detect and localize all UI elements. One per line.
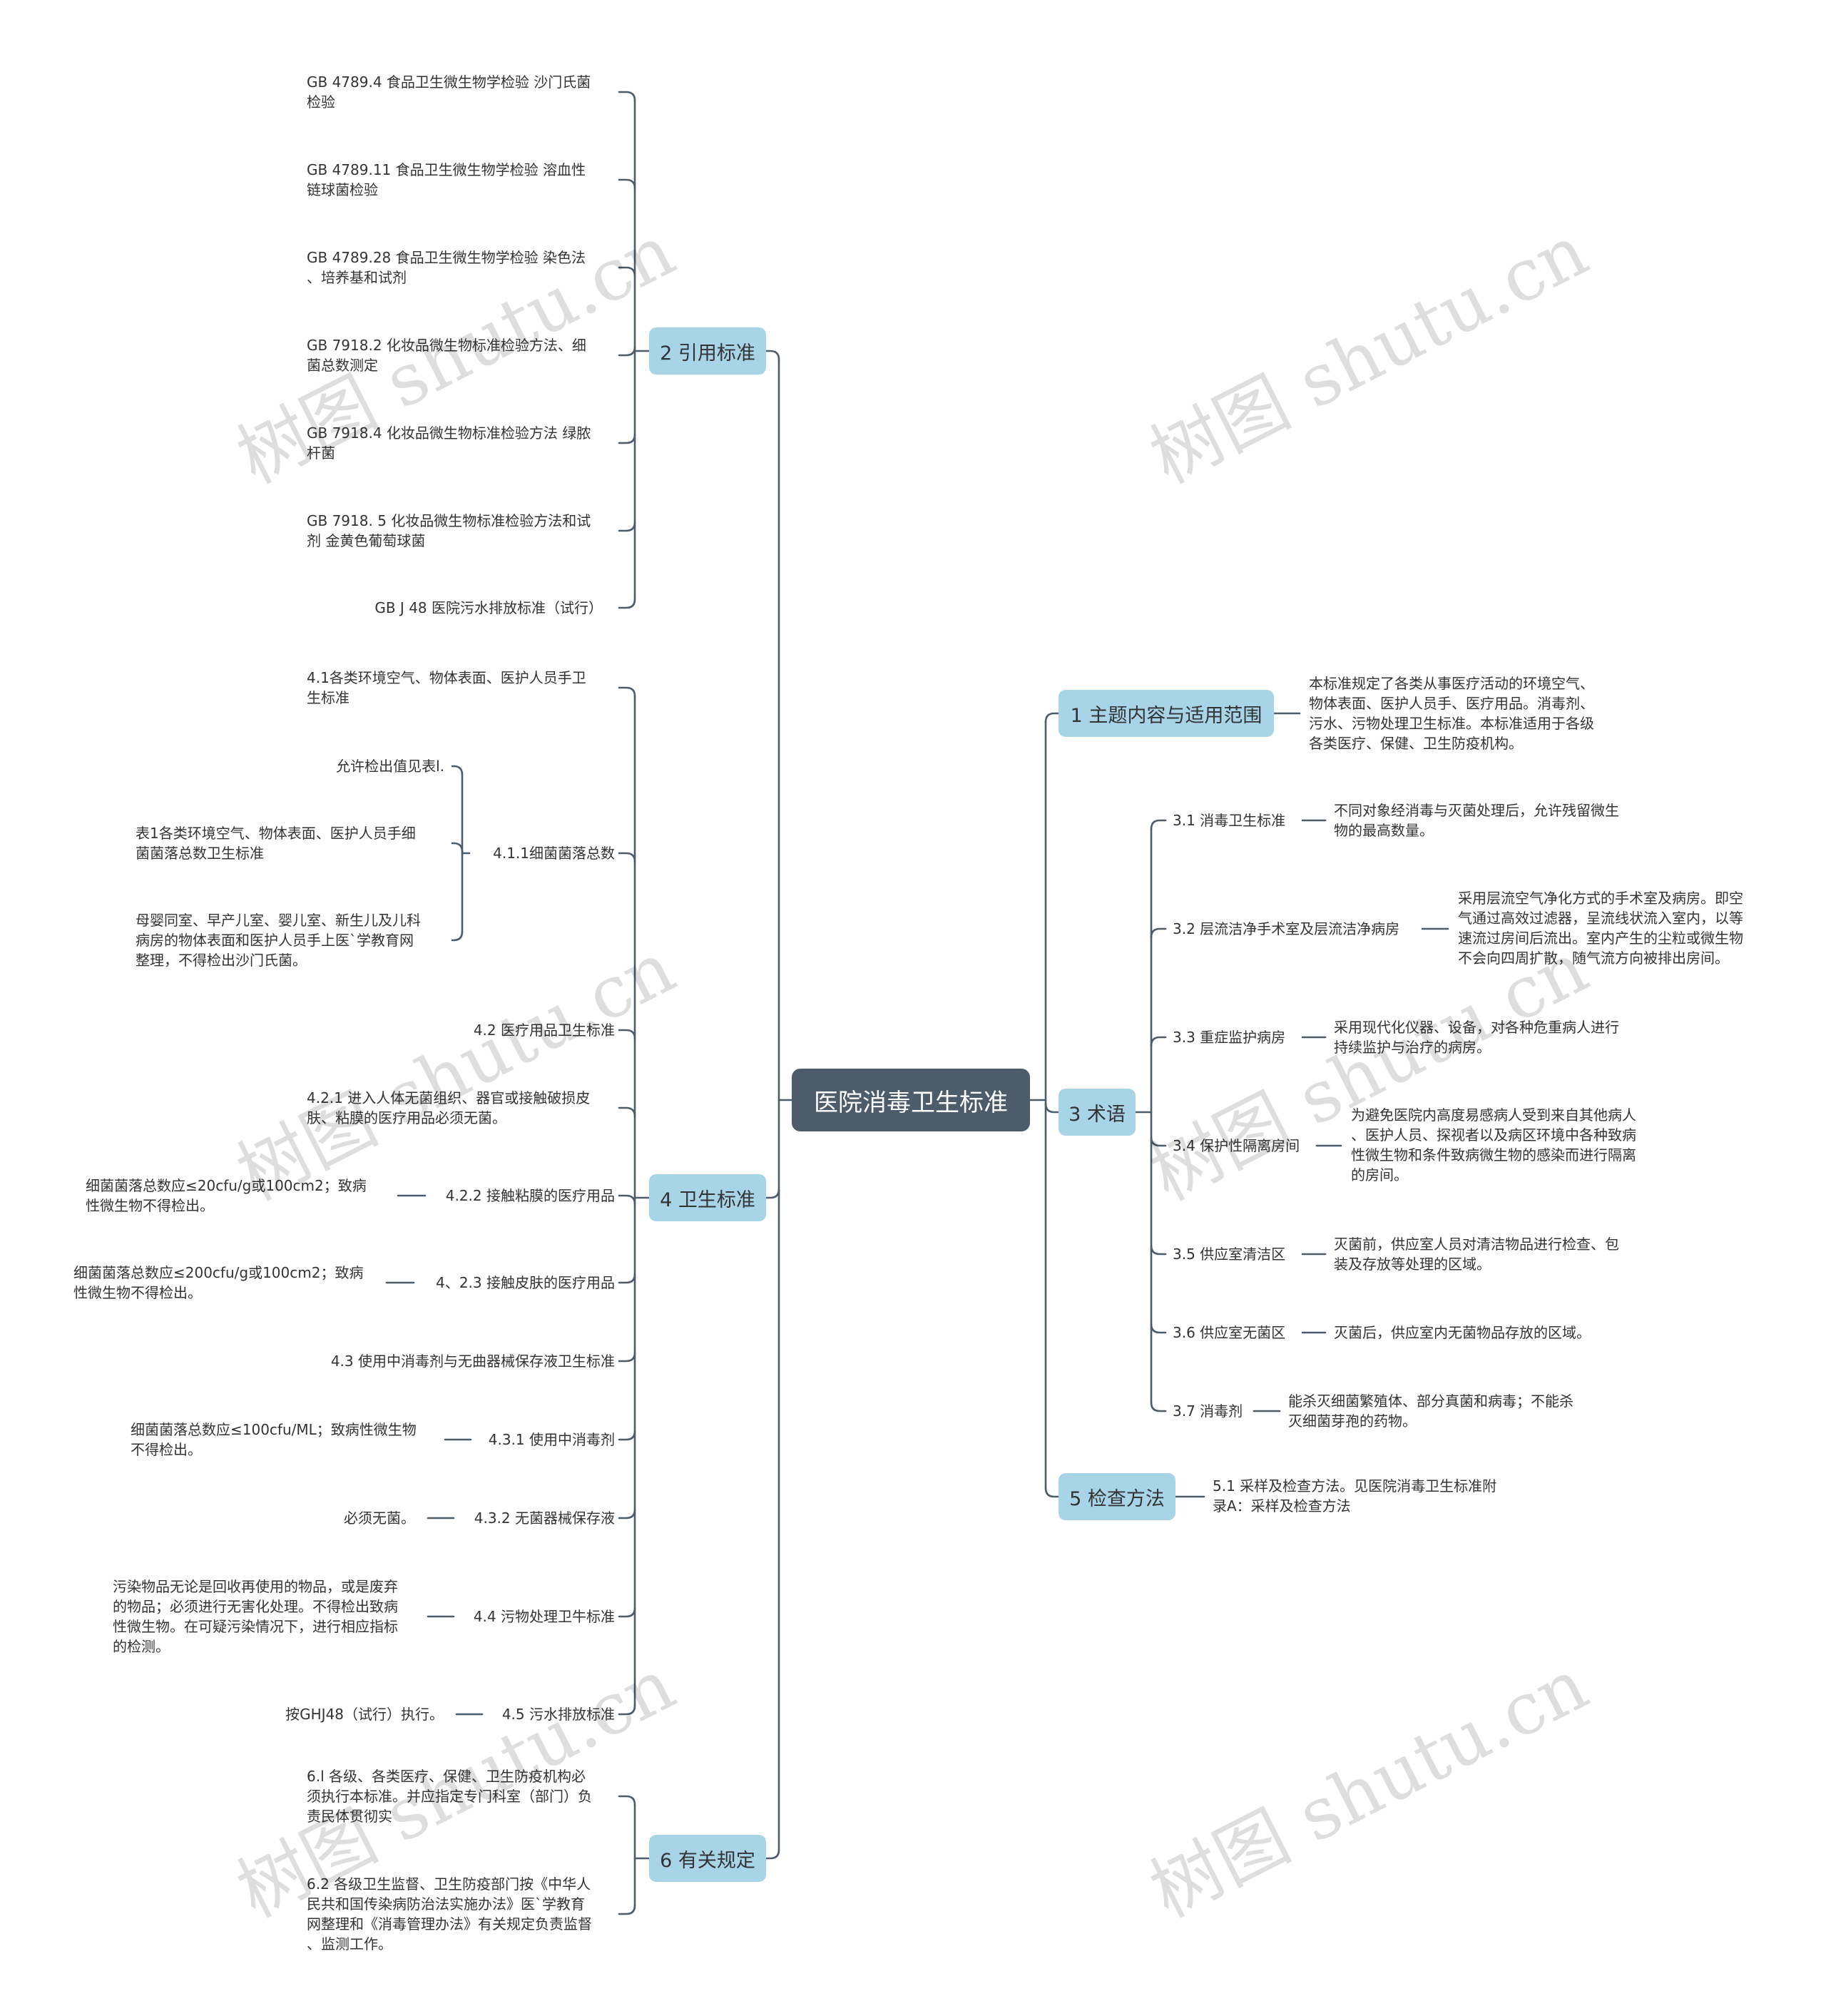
cited-standard-item: GB 7918. 5 化妆品微生物标准检验方法和试 剂 金黄色葡萄球菌 — [307, 512, 591, 549]
hygiene-connector — [618, 1351, 636, 1363]
root-left-connector — [765, 1848, 780, 1860]
hygiene-connector — [618, 1607, 636, 1618]
node-4-4-detail: 污染物品无论是回收再使用的物品，或是废弃 的物品；必须进行无害化处理。不得检出致… — [113, 1578, 398, 1655]
cited-standard-item: GB 7918.2 化妆品微生物标准检验方法、细 菌总数测定 — [307, 337, 586, 374]
hygiene-connector — [618, 1106, 636, 1118]
branch-terms[interactable]: 3 术语 — [1059, 1089, 1136, 1136]
node-4-1-1-connector — [451, 842, 464, 853]
branch-scope[interactable]: 1 主题内容与适用范围 — [1059, 690, 1274, 737]
node-4-4: 4.4 污物处理卫牛标准 — [473, 1608, 615, 1625]
node-4-2-1: 4.2.1 进入人体无菌组织、器官或接触破损皮 肤、粘膜的医疗用品必须无菌。 — [307, 1089, 591, 1126]
root-right-connector — [1044, 1487, 1060, 1498]
terms-connector — [1150, 819, 1167, 830]
term-name: 3.5 供应室清洁区 — [1173, 1246, 1286, 1263]
rules-connector — [618, 1795, 636, 1806]
cited-standards-connector — [618, 521, 636, 532]
node-4-2-3-detail: 细菌菌落总数应≤200cfu/g或100cm2；致病 性微生物不得检出。 — [73, 1264, 364, 1301]
node-4-2: 4.2 医疗用品卫生标准 — [473, 1022, 615, 1039]
term-desc: 不同对象经消毒与灭菌处理后，允许残留微生 物的最高数量。 — [1334, 802, 1619, 839]
terms-connector — [1150, 1401, 1167, 1412]
hygiene-connector — [618, 1194, 636, 1206]
terms-connector — [1150, 1136, 1167, 1147]
hygiene-connector — [618, 1430, 636, 1441]
hygiene-connector — [618, 1704, 636, 1716]
hygiene-connector — [618, 1508, 636, 1519]
cited-standard-item: GB 7918.4 化妆品微生物标准检验方法 绿脓 杆菌 — [307, 424, 591, 462]
root-right-connector — [1044, 712, 1060, 723]
cited-standards-connector — [618, 598, 636, 609]
node-4-2-2-detail: 细菌菌落总数应≤20cfu/g或100cm2；致病 性微生物不得检出。 — [86, 1177, 367, 1214]
term-desc: 采用现代化仪器、设备，对各种危重病人进行 持续监护与治疗的病房。 — [1334, 1019, 1619, 1056]
node-4-1-1-c: 母婴同室、早产儿室、婴儿室、新生儿及儿科 病房的物体表面和医护人员手上医`学教育… — [136, 912, 421, 969]
term-desc: 灭菌后，供应室内无菌物品存放的区域。 — [1334, 1324, 1591, 1341]
term-name: 3.4 保护性隔离房间 — [1173, 1137, 1300, 1154]
node-4-3: 4.3 使用中消毒剂与无曲器械保存液卫生标准 — [330, 1353, 615, 1370]
root-right-connector — [1044, 1102, 1060, 1114]
cited-standards-connector — [618, 178, 636, 190]
cited-standard-item: GB J 48 医院污水排放标准（试行） — [374, 599, 603, 616]
term-desc: 为避免医院内高度易感病人受到来自其他病人 、医护人员、探视者以及病区环境中各种致… — [1351, 1106, 1636, 1183]
terms-connector — [1150, 1036, 1167, 1047]
node-4-2-2: 4.2.2 接触粘膜的医疗用品 — [445, 1187, 615, 1204]
branch-related-rules[interactable]: 6 有关规定 — [649, 1835, 766, 1882]
cited-standards-connector — [618, 345, 636, 357]
terms-connector — [1150, 927, 1167, 939]
term-name: 3.7 消毒剂 — [1173, 1402, 1243, 1420]
cited-standard-item: GB 4789.11 食品卫生微生物学检验 溶血性 链球菌检验 — [307, 161, 586, 198]
terms-connector — [1150, 1323, 1167, 1334]
hygiene-connector — [618, 1029, 636, 1040]
root-left-connector — [765, 1188, 780, 1199]
hygiene-connector — [618, 852, 636, 863]
node-4-1: 4.1各类环境空气、物体表面、医护人员手卫 生标准 — [307, 669, 586, 706]
cited-standard-item: GB 4789.4 食品卫生微生物学检验 沙门氏菌 检验 — [307, 73, 591, 111]
term-desc: 灭菌前，供应室人员对清洁物品进行检查、包 装及存放等处理的区域。 — [1334, 1236, 1619, 1273]
branch-hygiene-standards[interactable]: 4 卫生标准 — [649, 1174, 766, 1221]
rule-item: 6.2 各级卫生监督、卫生防疫部门按《中华人 民共和国传染病防治法实施办法》医`… — [307, 1875, 592, 1953]
node-4-5-detail: 按GHJ48（试行）执行。 — [285, 1706, 444, 1723]
branch-inspection[interactable]: 5 检查方法 — [1059, 1473, 1175, 1520]
term-name: 3.6 供应室无菌区 — [1173, 1324, 1286, 1341]
term-desc: 采用层流空气净化方式的手术室及病房。即空 气通过高效过滤器，呈流线状流入室内，以… — [1458, 890, 1743, 967]
hygiene-connector — [618, 1273, 636, 1284]
term-name: 3.1 消毒卫生标准 — [1173, 812, 1286, 829]
cited-standards-connector — [618, 91, 636, 102]
cited-standards-connector — [618, 266, 636, 278]
root-node[interactable]: 医院消毒卫生标准 — [792, 1069, 1030, 1131]
node-4-5: 4.5 污水排放标准 — [501, 1706, 615, 1723]
term-name: 3.3 重症监护病房 — [1173, 1029, 1286, 1046]
node-4-3-1: 4.3.1 使用中消毒剂 — [488, 1431, 615, 1448]
terms-connector — [1150, 1244, 1167, 1256]
node-4-3-2-detail: 必须无菌。 — [344, 1510, 415, 1527]
branch-cited-standards[interactable]: 2 引用标准 — [649, 327, 766, 375]
scope-desc: 本标准规定了各类从事医疗活动的环境空气、 物体表面、医护人员手、医疗用品。消毒剂… — [1309, 675, 1594, 752]
rules-connector — [618, 1904, 636, 1915]
node-4-1-1-b: 表1各类环境空气、物体表面、医护人员手细 菌菌落总数卫生标准 — [136, 825, 416, 862]
node-4-1-1-connector — [451, 930, 464, 942]
cited-standard-item: GB 4789.28 食品卫生微生物学检验 染色法 、培养基和试剂 — [307, 249, 586, 286]
term-desc: 能杀灭细菌繁殖体、部分真菌和病毒；不能杀 灭细菌芽孢的药物。 — [1288, 1393, 1573, 1430]
inspection-desc: 5.1 采样及检查方法。见医院消毒卫生标准附 录A：采样及检查方法 — [1213, 1477, 1497, 1514]
node-4-3-1-detail: 细菌菌落总数应≤100cfu/ML；致病性微生物 不得检出。 — [131, 1421, 417, 1458]
cited-standards-connector — [618, 433, 636, 444]
hygiene-connector — [618, 686, 636, 698]
node-4-3-2: 4.3.2 无菌器械保存液 — [474, 1510, 615, 1527]
node-4-1-1: 4.1.1细菌菌落总数 — [493, 845, 615, 862]
node-4-2-3: 4、2.3 接触皮肤的医疗用品 — [436, 1274, 615, 1291]
node-4-1-1-connector — [451, 765, 464, 776]
root-left-connector — [765, 350, 780, 361]
node-4-1-1-a: 允许检出值见表l. — [336, 758, 444, 775]
rule-item: 6.l 各级、各类医疗、保健、卫生防疫机构必 须执行本标准。并应指定专门科室（部… — [307, 1768, 592, 1825]
term-name: 3.2 层流洁净手术室及层流洁净病房 — [1173, 920, 1400, 937]
